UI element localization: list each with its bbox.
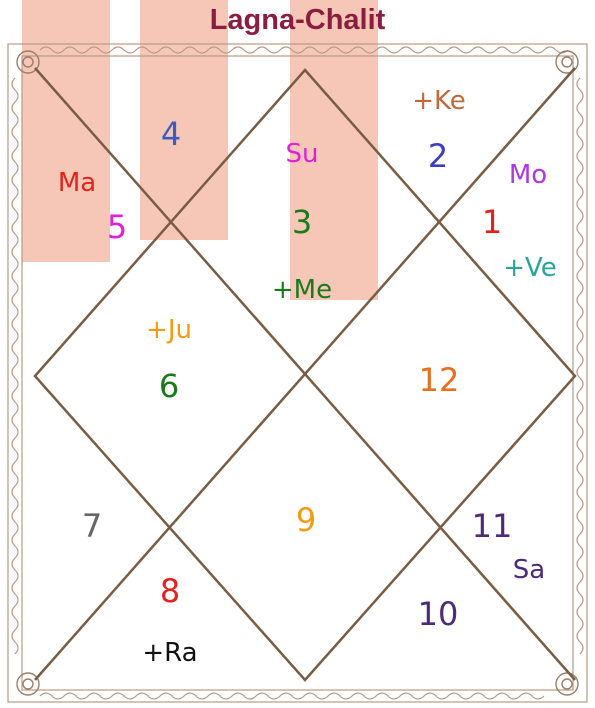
house-9-number: 9	[296, 504, 316, 536]
house-1-number: 1	[482, 206, 502, 238]
planet-label: +Ke	[412, 88, 466, 114]
planet-label: +Ju	[146, 317, 192, 343]
planet-label: +Ra	[142, 640, 197, 666]
house-12-number: 12	[419, 364, 460, 396]
house-6-number: 6	[159, 370, 179, 402]
house-3-number: 3	[292, 206, 312, 238]
house-10-number: 10	[418, 598, 459, 630]
house-7-number: 7	[82, 510, 102, 542]
planet-label: Sa	[513, 557, 545, 583]
house-2-number: 2	[428, 140, 448, 172]
house-11-number: 11	[472, 510, 513, 542]
planet-label: Su	[286, 141, 319, 167]
planet-label: Ma	[58, 170, 96, 196]
planet-label: +Ve	[503, 255, 557, 281]
planet-label: Mo	[509, 162, 547, 188]
house-8-number: 8	[160, 575, 180, 607]
house-5-number: 5	[107, 211, 127, 243]
planet-label: +Me	[272, 277, 332, 303]
house-4-number: 4	[161, 118, 181, 150]
